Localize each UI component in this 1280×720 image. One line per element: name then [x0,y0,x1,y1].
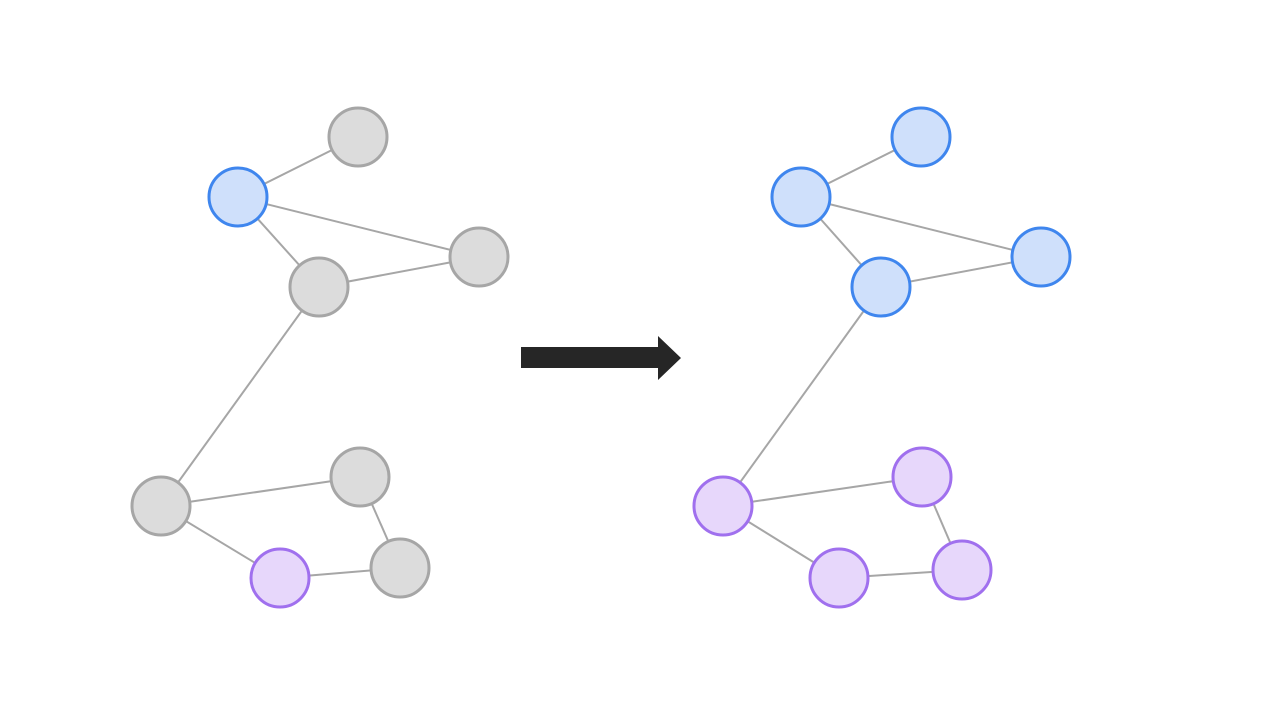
node-n4-class-a [850,256,912,318]
node-n3-unlabeled [448,226,510,288]
edge-n4-n5 [722,286,882,507]
node-n7-class-b [931,539,993,601]
node-n6-class-b [891,446,953,508]
node-n6-unlabeled [329,446,391,508]
edge-n2-n3 [800,196,1042,258]
node-n5-class-b [692,475,754,537]
edge-n5-n6 [722,476,923,507]
node-n4-unlabeled [288,256,350,318]
edge-n2-n3 [237,196,480,258]
node-n8-class-b [808,547,870,609]
node-n8-class-b [249,547,311,609]
edge-n4-n5 [160,286,320,507]
node-n5-unlabeled [130,475,192,537]
right-arrow-icon [521,336,681,380]
edge-n5-n6 [160,476,361,507]
node-n1-class-a [890,106,952,168]
node-n2-class-a [770,166,832,228]
node-n1-unlabeled [327,106,389,168]
graph-before [130,106,510,609]
node-n7-unlabeled [369,537,431,599]
node-n2-class-a [207,166,269,228]
graph-after [692,106,1072,609]
node-n3-class-a [1010,226,1072,288]
